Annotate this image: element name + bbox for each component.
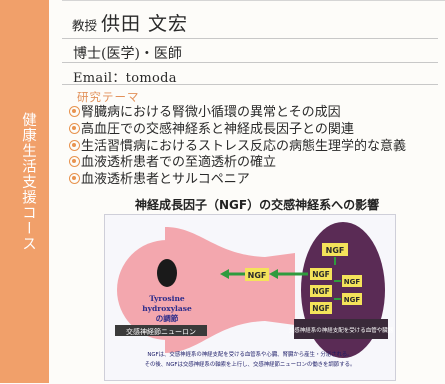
divider-top	[62, 38, 438, 39]
research-heading: 研究テーマ	[77, 90, 140, 104]
email: Email：tomoda	[73, 71, 177, 86]
ngf-box	[310, 268, 332, 280]
research-topic-list: 腎臓病における腎微小循環の異常とその成因 高血圧での交感神経系と神経成長因子との…	[69, 105, 406, 189]
research-topic: 血液透析患者とサルコペニア	[69, 172, 406, 189]
degree: 博士(医学)・医師	[73, 46, 182, 62]
neuron-caption: 交感神経節ニューロン	[126, 327, 196, 336]
divider-middle	[62, 62, 438, 63]
target-caption: 交感神経系の神経支配を受ける血管や臓器	[289, 326, 394, 334]
research-topic: 生活習慣病におけるストレス反応の病態生理学的な意義	[69, 139, 406, 156]
ngf-box	[245, 268, 269, 281]
course-name: 健康生活支援コース	[20, 112, 36, 252]
research-topic: 血液透析患者での至適透析の確立	[69, 155, 406, 172]
tyrosine-label-line2: hydroxylase	[142, 304, 192, 313]
ngf-label: NGF	[326, 246, 345, 255]
ngf-label: NGF	[344, 296, 361, 304]
ngf-box	[310, 285, 332, 297]
double-circle-icon	[69, 106, 80, 117]
ngf-diagram: Tyrosine hydroxylase の調節 NGF NGF NGF NGF…	[104, 214, 396, 381]
arrow-icon	[269, 269, 278, 279]
double-circle-icon	[69, 156, 80, 168]
figure-title: 神経成長因子（NGF）の交感神経系への影響	[135, 198, 380, 212]
neuron-cell-body	[117, 240, 217, 340]
profile-header: 教授供田 文宏	[72, 9, 188, 36]
figure-note-line2: その後、NGFは交感神経系の軸索を上行し、交感神経節ニューロンの働きを調節する。	[145, 360, 356, 368]
professor-title: 教授	[72, 18, 98, 33]
ngf-box	[322, 243, 348, 256]
ngf-box	[342, 275, 362, 287]
top-rule	[62, 0, 445, 1]
research-topic: 腎臓病における腎微小循環の異常とその成因	[69, 105, 406, 122]
tyrosine-label-line3: の調節	[156, 313, 179, 323]
ngf-label: NGF	[344, 278, 361, 286]
ngf-box	[342, 293, 362, 305]
ngf-box	[310, 302, 332, 314]
double-circle-icon	[69, 173, 80, 185]
ngf-label: NGF	[312, 304, 330, 313]
sidebar: 健康生活支援コース	[0, 0, 49, 383]
double-circle-icon	[69, 139, 80, 151]
ngf-label: NGF	[312, 287, 330, 296]
ngf-label: NGF	[312, 270, 330, 279]
ngf-label: NGF	[248, 271, 267, 280]
professor-name: 供田 文宏	[101, 13, 189, 35]
arrow-icon	[220, 269, 229, 279]
target-caption-box	[294, 319, 388, 339]
divider-bottom	[62, 84, 438, 85]
ngf-diagram-svg: Tyrosine hydroxylase の調節 NGF NGF NGF NGF…	[115, 222, 394, 368]
neuron-caption-box	[115, 325, 207, 336]
double-circle-icon	[69, 122, 80, 134]
tyrosine-label-line1: Tyrosine	[149, 294, 185, 303]
figure-note-line1: NGFは、交感神経系の神経支配を受ける血管系や心臓、腎臓から産生・分泌される。	[147, 350, 352, 358]
research-topic: 高血圧での交感神経系と神経成長因子との関連	[69, 122, 406, 139]
neuron-nucleus	[157, 259, 177, 287]
